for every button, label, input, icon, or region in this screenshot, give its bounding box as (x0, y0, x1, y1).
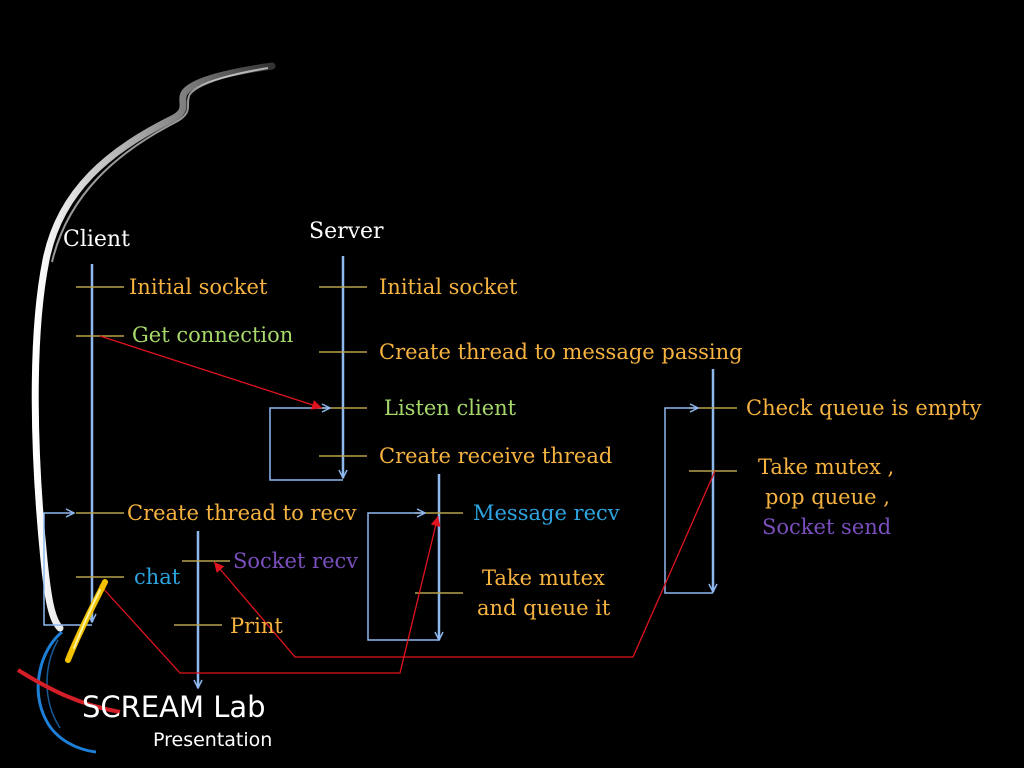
client-initial-socket: Initial socket (129, 275, 268, 299)
scream-logo-graphic (16, 579, 121, 754)
loop-connectors (43, 408, 713, 641)
client-header: Client (63, 227, 130, 252)
client-create-thread-to-recv: Create thread to recv (127, 501, 357, 525)
logo-title: SCREAM Lab (82, 690, 266, 724)
server-create-receive-thread: Create receive thread (379, 444, 613, 468)
check-queue-label: Check queue is empty (746, 396, 982, 420)
print-label: Print (230, 614, 283, 638)
server-create-thread-message-passing: Create thread to message passing (379, 340, 743, 364)
message-recv-label: Message recv (473, 501, 620, 525)
pop-queue-label: pop queue , (765, 485, 890, 509)
server-listen-client: Listen client (384, 396, 517, 420)
take-mutex-queue-line2: and queue it (477, 596, 611, 620)
message-arrows (99, 335, 716, 674)
take-mutex-queue-line1: Take mutex (482, 566, 605, 590)
swoosh-decoration (31, 62, 276, 632)
socket-send-label: Socket send (762, 515, 892, 539)
client-chat: chat (134, 565, 181, 589)
server-initial-socket: Initial socket (379, 275, 518, 299)
client-get-connection: Get connection (132, 323, 294, 347)
server-header: Server (309, 219, 384, 244)
logo-subtitle: Presentation (153, 729, 273, 751)
take-mutex-label: Take mutex , (758, 455, 895, 479)
swoosh-decoration-thin (51, 67, 269, 263)
socket-recv-label: Socket recv (233, 549, 359, 573)
